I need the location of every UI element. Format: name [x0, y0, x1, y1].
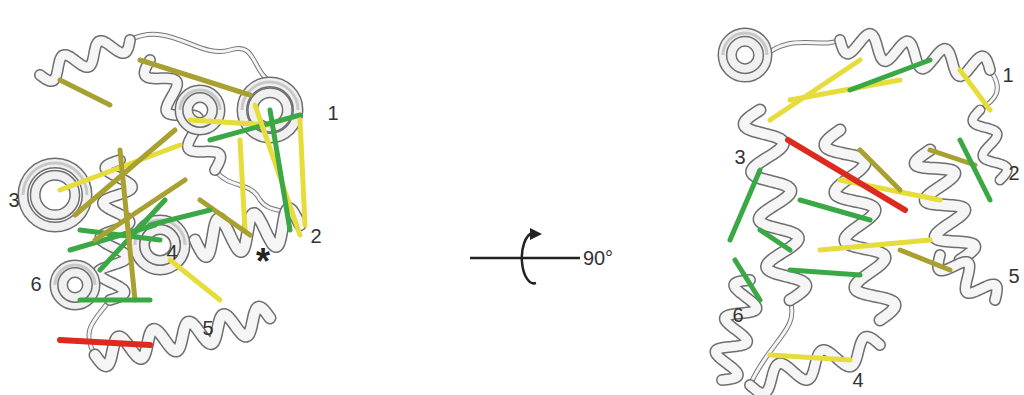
helix-number: 5 [1008, 266, 1019, 286]
crosslink [960, 140, 990, 200]
helix-end-ribbon [63, 273, 88, 298]
helix-number: 3 [734, 147, 745, 167]
helix-shade [723, 33, 767, 55]
helix-number: 1 [327, 103, 338, 123]
crosslink [95, 180, 185, 240]
helix-number: 4 [166, 242, 177, 262]
helix-ribbon [750, 337, 880, 394]
rotation-axis [470, 257, 580, 260]
helix-end-outline [723, 33, 767, 77]
helix-outline [973, 110, 1007, 180]
crosslink [790, 80, 900, 100]
arrowhead [530, 228, 542, 240]
crosslink [150, 210, 210, 225]
crosslink [300, 120, 305, 225]
crosslink [240, 140, 245, 230]
crosslink-layer [60, 60, 990, 360]
helix-outline [825, 130, 895, 320]
helix-ribbon [40, 40, 130, 81]
helix-number: 4 [852, 370, 863, 390]
helix-end-ribbon [23, 163, 87, 227]
helix-shade [23, 163, 87, 195]
crosslink [60, 340, 150, 345]
crosslink [80, 298, 150, 303]
loop [89, 300, 110, 355]
crosslink [730, 170, 760, 240]
helix-ribbon [840, 34, 990, 76]
helix-outline [40, 40, 130, 81]
crosslink [850, 60, 930, 90]
loop-layer [89, 34, 998, 385]
helix-outline [716, 280, 757, 380]
helix-outline [840, 34, 990, 76]
helix-number: 2 [1008, 163, 1019, 183]
helix-ribbon [973, 110, 1007, 180]
crosslink [170, 260, 220, 300]
helix-number: 6 [732, 305, 743, 325]
crosslink [800, 200, 870, 220]
crosslink [960, 70, 990, 110]
helix-end-ribbon [35, 175, 75, 215]
helix-end-ribbon [723, 33, 767, 77]
helix-end-outline [731, 41, 758, 68]
helix-number: 5 [202, 318, 213, 338]
crosslink [735, 260, 760, 300]
crosslink [200, 200, 250, 235]
crosslink [120, 150, 135, 300]
helix-number: 1 [1002, 65, 1013, 85]
helix-number: 6 [30, 274, 41, 294]
helix-number: 3 [8, 190, 19, 210]
helix-ribbon [716, 280, 757, 380]
helix-end-ribbon [731, 41, 758, 68]
helix-ribbon [938, 255, 997, 300]
helix-layer [23, 33, 1007, 393]
rotation-label: 90° [583, 248, 613, 268]
helix-outline [95, 307, 270, 366]
crosslink [788, 140, 905, 210]
helix-end-outline [23, 163, 87, 227]
helix-end-outline [35, 175, 75, 215]
loop [89, 300, 110, 355]
crosslink [820, 240, 930, 250]
helix-ribbon [95, 307, 270, 366]
rotation-symbol [470, 228, 580, 283]
crosslink [270, 110, 290, 230]
crosslink [140, 60, 250, 95]
crosslink [790, 270, 860, 275]
helix-ribbon [825, 130, 895, 320]
helix-outline [750, 337, 880, 394]
crosslink [60, 80, 110, 105]
crosslink [210, 115, 300, 140]
helix-shade [55, 265, 95, 285]
helix-shade [180, 90, 220, 110]
asterisk-marker: * [256, 244, 270, 280]
crosslink [770, 355, 850, 360]
helix-number: 2 [310, 226, 321, 246]
helix-ribbon [915, 150, 975, 260]
crosslink [760, 230, 790, 250]
rotation-arrow [522, 233, 536, 283]
helix-outline [915, 150, 975, 260]
crosslink [900, 250, 950, 270]
helix-end-outline [63, 273, 88, 298]
helix-outline [938, 255, 997, 300]
crosslink [255, 105, 300, 235]
